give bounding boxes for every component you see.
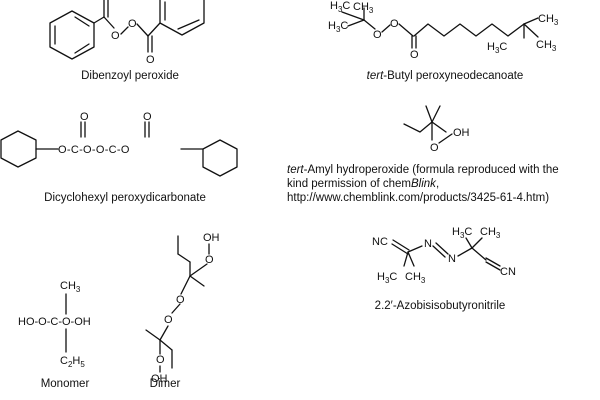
dibenzoyl-o2: O bbox=[128, 18, 137, 30]
monomer-ch3: CH3 bbox=[60, 280, 81, 294]
caption-amyl-line1: -Amyl hydroperoxide (formula reproduced … bbox=[303, 164, 559, 176]
caption-tert-butyl-italic: tert bbox=[366, 70, 384, 82]
dimer-oh-bot: OH bbox=[151, 373, 168, 385]
tbp-o3: O bbox=[410, 49, 419, 61]
tbp-ch3-right-top: CH3 bbox=[538, 13, 559, 27]
dicyclo-o-top2: O bbox=[143, 111, 152, 123]
azo-ch3-top: CH3 bbox=[480, 226, 501, 240]
caption-monomer: Monomer bbox=[30, 378, 100, 390]
dimer-o-mid1: O bbox=[176, 294, 185, 306]
caption-amyl-line3: http://www.chemblink.com/products/3425-6… bbox=[287, 192, 550, 204]
amyl-oh: OH bbox=[453, 127, 470, 139]
azo-nc: NC bbox=[372, 236, 388, 248]
tbp-ch3-right-bot: CH3 bbox=[536, 39, 557, 53]
amyl-o: O bbox=[430, 142, 439, 154]
tbp-h3c-bot: H3C bbox=[487, 41, 507, 55]
azo-n1: N bbox=[424, 238, 432, 250]
tbp-o1: O bbox=[373, 29, 382, 41]
dicyclo-chain-text: O-C-O-O-C-O bbox=[58, 144, 130, 156]
azo-ch3-left: CH3 bbox=[405, 271, 426, 285]
caption-tert-amyl-hydroperoxide: tert-Amyl hydroperoxide (formula reprodu… bbox=[287, 163, 599, 205]
caption-azobis-text: 2.2′-Azobisisobutyronitrile bbox=[374, 300, 506, 312]
dicyclo-o-top1: O bbox=[80, 111, 89, 123]
caption-amyl-line2a: kind permission of chem bbox=[287, 178, 411, 190]
dibenzoyl-o1: O bbox=[111, 30, 120, 42]
azobis-structure: NC H3C CH3 N N H3C CH3 CN bbox=[372, 226, 516, 285]
tbp-o2: O bbox=[390, 18, 399, 30]
azo-cn: CN bbox=[500, 266, 516, 278]
dimer-oh-top: OH bbox=[203, 232, 220, 244]
dimer-structure: OH O O O O OH bbox=[145, 232, 220, 385]
caption-dimer: Dimer bbox=[140, 378, 190, 390]
caption-dibenzoyl-text: Dibenzoyl peroxide bbox=[81, 70, 179, 82]
monomer-c2h5: C2H5 bbox=[60, 355, 85, 369]
tert-butyl-peroxyneodecanoate-structure: H3C CH3 H3C O O O CH3 CH3 H3C bbox=[328, 0, 559, 61]
monomer-row: HO-O-C-O-OH bbox=[18, 316, 91, 328]
caption-dibenzoyl-peroxide: Dibenzoyl peroxide bbox=[30, 70, 230, 82]
dicyclohexyl-peroxydicarbonate-structure: O-C-O-O-C-O O O bbox=[0, 111, 238, 177]
azo-n2: N bbox=[448, 253, 456, 265]
dibenzoyl-peroxide-structure: O O O bbox=[49, 0, 205, 66]
caption-amyl-line2b: , bbox=[435, 178, 440, 190]
caption-dicyclohexyl-text: Dicyclohexyl peroxydicarbonate bbox=[44, 192, 206, 204]
dimer-o-top: O bbox=[205, 254, 214, 266]
monomer-structure: CH3 HO-O-C-O-OH C2H5 bbox=[18, 280, 91, 369]
azo-h3c-top: H3C bbox=[452, 226, 472, 240]
caption-tert-butyl-peroxyneodecanoate: tert-Butyl peroxyneodecanoate bbox=[320, 70, 570, 82]
tert-amyl-hydroperoxide-structure: O OH bbox=[403, 105, 470, 154]
dimer-o-mid2: O bbox=[164, 314, 173, 326]
caption-amyl-blink: Blink bbox=[411, 178, 436, 190]
azo-h3c-left: H3C bbox=[377, 271, 397, 285]
tbp-h3c-left: H3C bbox=[328, 20, 348, 34]
caption-amyl-italic: tert bbox=[287, 164, 304, 176]
dimer-o-bot: O bbox=[156, 354, 165, 366]
caption-dimer-text: Dimer bbox=[149, 378, 181, 390]
caption-monomer-text: Monomer bbox=[40, 378, 90, 390]
caption-tert-butyl-rest: -Butyl peroxyneodecanoate bbox=[383, 70, 524, 82]
tbp-h3c-top: H3C bbox=[330, 0, 350, 14]
caption-dicyclohexyl-peroxydicarbonate: Dicyclohexyl peroxydicarbonate bbox=[10, 192, 240, 204]
caption-azobisisobutyronitrile: 2.2′-Azobisisobutyronitrile bbox=[355, 300, 525, 312]
dibenzoyl-o3: O bbox=[146, 54, 155, 66]
